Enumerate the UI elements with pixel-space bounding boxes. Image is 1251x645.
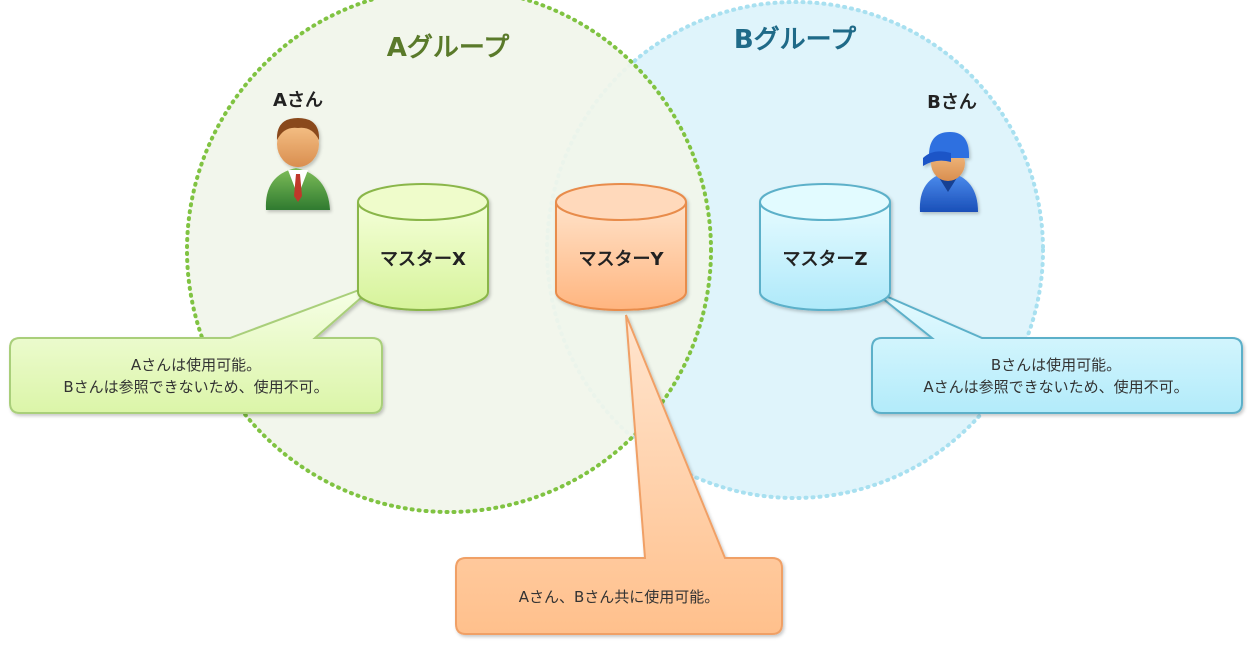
database-y-label: マスターY [578, 249, 664, 270]
businessman-icon [265, 118, 330, 210]
group-b-title: Bグループ [734, 25, 857, 55]
callout-x: Aさんは使用可能。 Bさんは参照できないため、使用不可。 [9, 282, 383, 414]
person-b-label: Bさん [927, 92, 977, 113]
group-a-title: Aグループ [387, 33, 511, 63]
callout-y: Aさん、Bさん共に使用可能。 [455, 314, 783, 635]
callout-y-line1: Aさん、Bさん共に使用可能。 [519, 588, 720, 606]
worker-cap-icon [919, 132, 978, 212]
person-a-label: Aさん [273, 90, 323, 111]
database-y: マスターY [555, 183, 687, 311]
callout-z: Bさんは使用可能。 Aさんは参照できないため、使用不可。 [871, 289, 1243, 414]
database-z-label: マスターZ [782, 249, 867, 270]
database-z: マスターZ [759, 183, 891, 311]
callout-z-line1: Bさんは使用可能。 [991, 356, 1121, 374]
callout-x-line2: Bさんは参照できないため、使用不可。 [63, 378, 328, 396]
callout-z-line2: Aさんは参照できないため、使用不可。 [923, 378, 1188, 396]
database-x: マスターX [357, 183, 489, 311]
database-x-label: マスターX [380, 249, 466, 270]
callout-x-line1: Aさんは使用可能。 [131, 356, 261, 374]
